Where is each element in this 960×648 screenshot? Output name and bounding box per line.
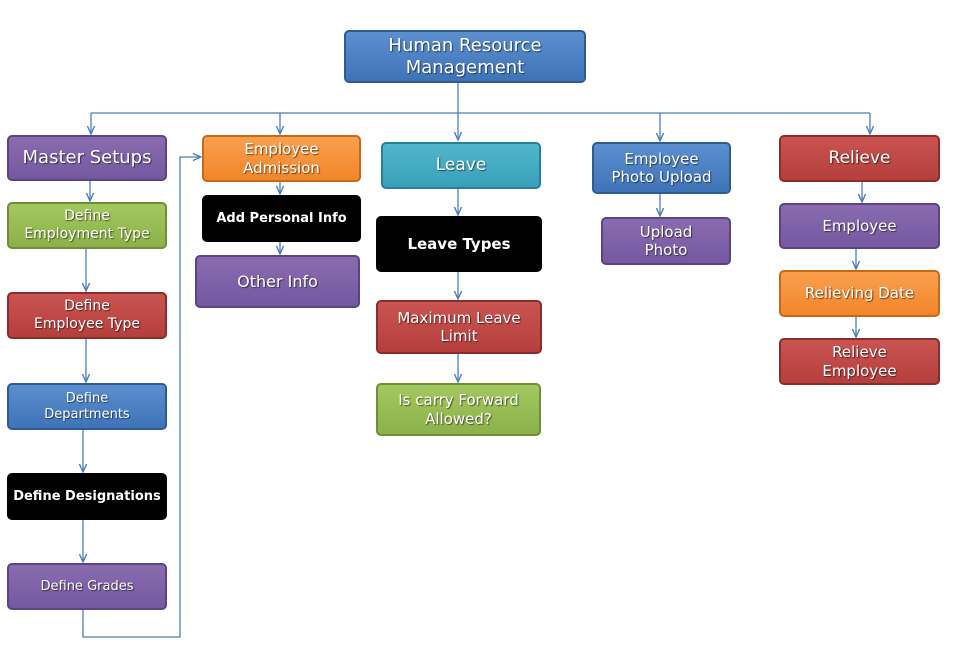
define-departments-node: Define Departments [7, 383, 167, 430]
relieve-employee-item-node: Employee [779, 203, 940, 249]
leave-node: Leave [381, 142, 541, 189]
add-personal-info-node: Add Personal Info [202, 195, 361, 242]
define-designations-node: Define Designations [7, 473, 167, 520]
upload-photo-node: Upload Photo [601, 217, 731, 265]
carry-forward-allowed-node: Is carry Forward Allowed? [376, 383, 541, 436]
relieving-date-node: Relieving Date [779, 270, 940, 317]
maximum-leave-limit-node: Maximum Leave Limit [376, 300, 542, 354]
employee-admission-node: Employee Admission [202, 135, 361, 182]
relieve-employee-node: Relieve Employee [779, 338, 940, 385]
grades-to-admission-connector [82, 157, 201, 638]
master-setups-node: Master Setups [7, 135, 167, 181]
leave-types-node: Leave Types [376, 216, 542, 272]
define-employee-type-node: Define Employee Type [7, 292, 167, 339]
define-grades-node: Define Grades [7, 563, 167, 610]
relieve-node: Relieve [779, 135, 940, 182]
other-info-node: Other Info [195, 255, 360, 308]
define-employment-type-node: Define Employment Type [7, 202, 167, 249]
root-node-human-resource-management: Human Resource Management [344, 30, 586, 83]
employee-photo-upload-node: Employee Photo Upload [592, 142, 731, 194]
